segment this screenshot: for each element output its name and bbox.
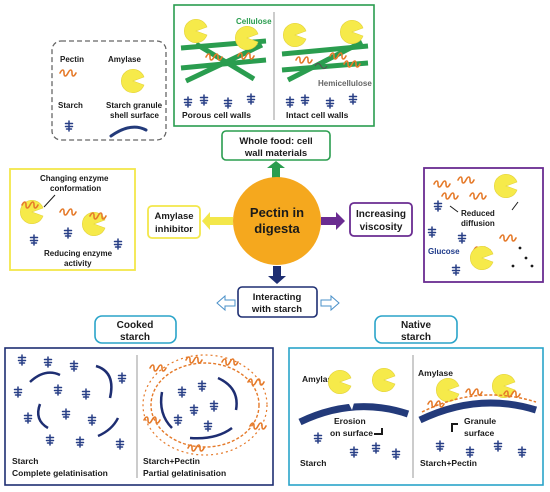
native-panel: Amylase Erosion on surface Starch Amylas… xyxy=(288,347,544,486)
interacting-label-line2: with starch xyxy=(251,304,302,315)
intact-cell-walls-label: Intact cell walls xyxy=(286,110,349,120)
cooked-right-line2: Partial gelatinisation xyxy=(143,468,226,478)
center-circle: Pectin in digesta xyxy=(233,177,321,265)
interacting-label-line1: Interacting xyxy=(253,292,302,303)
cooked-label-line1: Cooked xyxy=(117,320,154,331)
granule-shell xyxy=(298,403,410,426)
porous-cell-walls xyxy=(180,18,267,109)
porous-cell-walls-label: Porous cell walls xyxy=(182,110,251,120)
legend-box: Pectin Amylase Starch Starch granule she… xyxy=(51,40,167,141)
erosion-line2: on surface xyxy=(330,428,373,438)
arrow-left-icon xyxy=(202,212,233,230)
hemicellulose-label: Hemicellulose xyxy=(318,79,372,88)
starch-icon xyxy=(64,120,74,132)
legend-granule-line2: shell surface xyxy=(110,111,159,120)
granule-shell-icon xyxy=(109,125,148,138)
whole-food-panel: Cellulose Porous cell walls Hemicellulos… xyxy=(173,4,375,127)
interacting-label: Interacting with starch xyxy=(237,286,318,318)
cooked-panel: Starch Complete gelatinisation Starch+Pe… xyxy=(4,347,274,486)
granule-line1: Granule xyxy=(464,416,496,426)
center-label-line1: Pectin in xyxy=(250,205,304,220)
cooked-right-line1: Starch+Pectin xyxy=(143,456,200,466)
legend-amylase-label: Amylase xyxy=(108,55,141,64)
inhibitor-label: Amylase inhibitor xyxy=(147,205,201,239)
arrow-left-outline-icon xyxy=(216,294,236,312)
legend-granule-line1: Starch granule xyxy=(106,101,163,110)
native-amylase-left: Amylase xyxy=(302,374,337,384)
inhibitor-panel: Changing enzyme conformation Reducing en… xyxy=(9,168,136,271)
reducing-line2: activity xyxy=(64,259,92,268)
viscosity-label-line1: Increasing xyxy=(356,209,406,220)
glucose-label: Glucose xyxy=(428,247,460,256)
native-starch-label: Starch xyxy=(300,458,326,468)
whole-food-label-line2: wall materials xyxy=(244,148,307,159)
cellulose-label: Cellulose xyxy=(236,17,272,26)
intact-cell-walls xyxy=(281,19,369,109)
native-label: Native starch xyxy=(374,315,458,344)
legend-starch-label: Starch xyxy=(58,101,83,110)
inhibitor-label-line2: inhibitor xyxy=(155,224,193,235)
erosion-line1: Erosion xyxy=(334,416,366,426)
changing-line1: Changing enzyme xyxy=(40,174,109,183)
reduced-line1: Reduced xyxy=(461,209,495,218)
native-label-line2: starch xyxy=(401,332,431,343)
whole-food-label: Whole food: cell wall materials xyxy=(221,130,331,161)
amylase-icon xyxy=(121,69,145,94)
granule-line2: surface xyxy=(464,428,495,438)
granule-shell xyxy=(418,399,538,424)
viscosity-panel: Reduced diffusion Glucose xyxy=(423,167,544,283)
cooked-left-line2: Complete gelatinisation xyxy=(12,468,108,478)
reduced-line2: diffusion xyxy=(461,219,495,228)
viscosity-label: Increasing viscosity xyxy=(349,202,413,237)
reducing-line1: Reducing enzyme xyxy=(44,249,113,258)
pectin-icon xyxy=(59,69,77,77)
arrow-up-icon xyxy=(267,161,285,181)
whole-food-label-line1: Whole food: cell xyxy=(239,136,312,147)
cooked-label: Cooked starch xyxy=(94,315,177,344)
native-label-line1: Native xyxy=(401,320,431,331)
center-label-line2: digesta xyxy=(254,221,300,236)
changing-line2: conformation xyxy=(50,184,101,193)
arrow-right-icon xyxy=(321,212,345,230)
native-starch-pectin-label: Starch+Pectin xyxy=(420,458,477,468)
arrow-down-icon xyxy=(268,266,286,284)
viscosity-label-line2: viscosity xyxy=(360,222,403,233)
cooked-label-line2: starch xyxy=(120,332,150,343)
cooked-left-line1: Starch xyxy=(12,456,38,466)
legend-pectin-label: Pectin xyxy=(60,55,84,64)
native-amylase-right: Amylase xyxy=(418,368,453,378)
arrow-right-outline-icon xyxy=(320,294,340,312)
inhibitor-label-line1: Amylase xyxy=(154,211,193,222)
